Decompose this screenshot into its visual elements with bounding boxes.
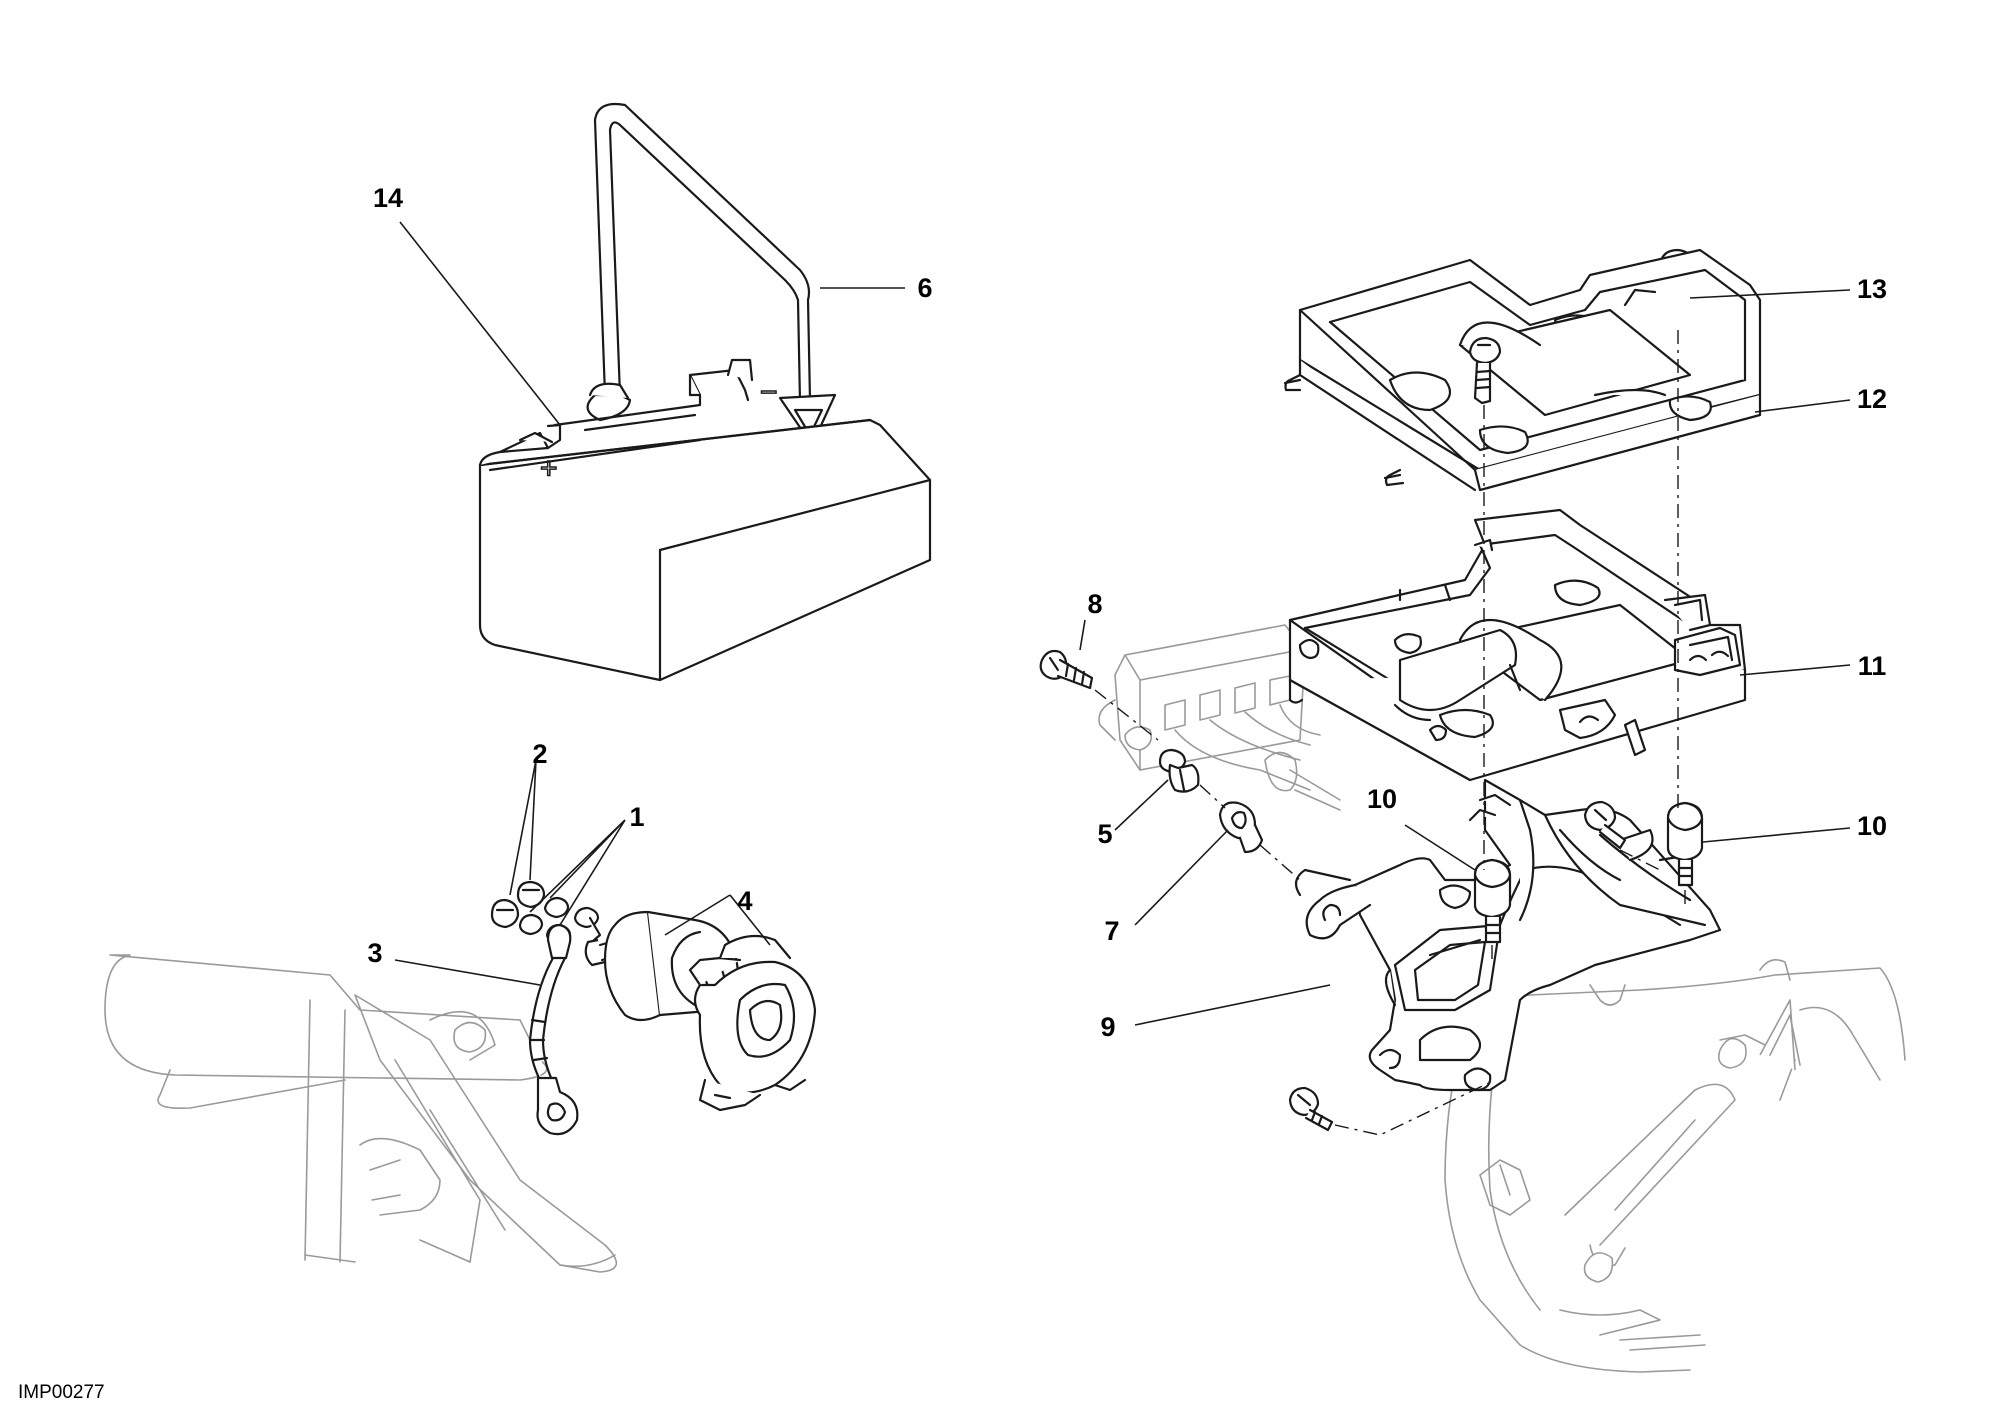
terminal-negative-symbol: − (760, 376, 778, 409)
battery-tray-top (1283, 248, 1762, 492)
callout-6: 6 (917, 273, 932, 303)
battery-tray-bottom (1288, 508, 1747, 782)
callout-3: 3 (367, 938, 382, 968)
callout-2: 2 (532, 739, 547, 769)
callout-labels: 14 6 13 12 8 11 2 1 4 3 5 10 10 7 9 (367, 183, 1887, 1042)
callout-11: 11 (1858, 651, 1887, 681)
bolt-bracket-lower (1288, 1086, 1334, 1132)
relay-rubber-holder (688, 934, 817, 1112)
callout-1: 1 (629, 802, 644, 832)
battery-mounting-bracket (1294, 778, 1722, 1092)
bolt-8 (1039, 649, 1094, 690)
battery: + − (478, 358, 932, 682)
callout-10-left: 10 (1367, 784, 1397, 814)
frame-subframe-right-ghost (1444, 959, 1906, 1373)
assembly-axes (1094, 330, 1686, 1136)
callout-leaders (394, 221, 1851, 1026)
callout-12: 12 (1857, 384, 1887, 414)
callout-13: 13 (1857, 274, 1887, 304)
callout-4: 4 (737, 886, 752, 916)
relay-filter (584, 910, 739, 1022)
callout-14: 14 (373, 183, 403, 213)
callout-10-right: 10 (1857, 811, 1887, 841)
terminal-positive-symbol: + (540, 452, 558, 485)
callout-5: 5 (1097, 819, 1112, 849)
bolt-bracket-upper (1583, 800, 1627, 850)
bolt-tray-center (1468, 336, 1502, 405)
grommet-7 (1218, 801, 1264, 854)
nuts-2 (490, 880, 546, 929)
drawing-reference-code: IMP00277 (18, 1382, 105, 1403)
callout-8: 8 (1087, 589, 1102, 619)
rubber-mount-10-right (1666, 801, 1704, 887)
ground-cable (528, 923, 579, 1136)
fuse-connector-block-ghost (1098, 624, 1341, 811)
callout-7: 7 (1104, 916, 1119, 946)
callout-9: 9 (1100, 1012, 1115, 1042)
frame-tube-left-ghost (104, 954, 618, 1273)
bushing-5 (1158, 748, 1200, 793)
